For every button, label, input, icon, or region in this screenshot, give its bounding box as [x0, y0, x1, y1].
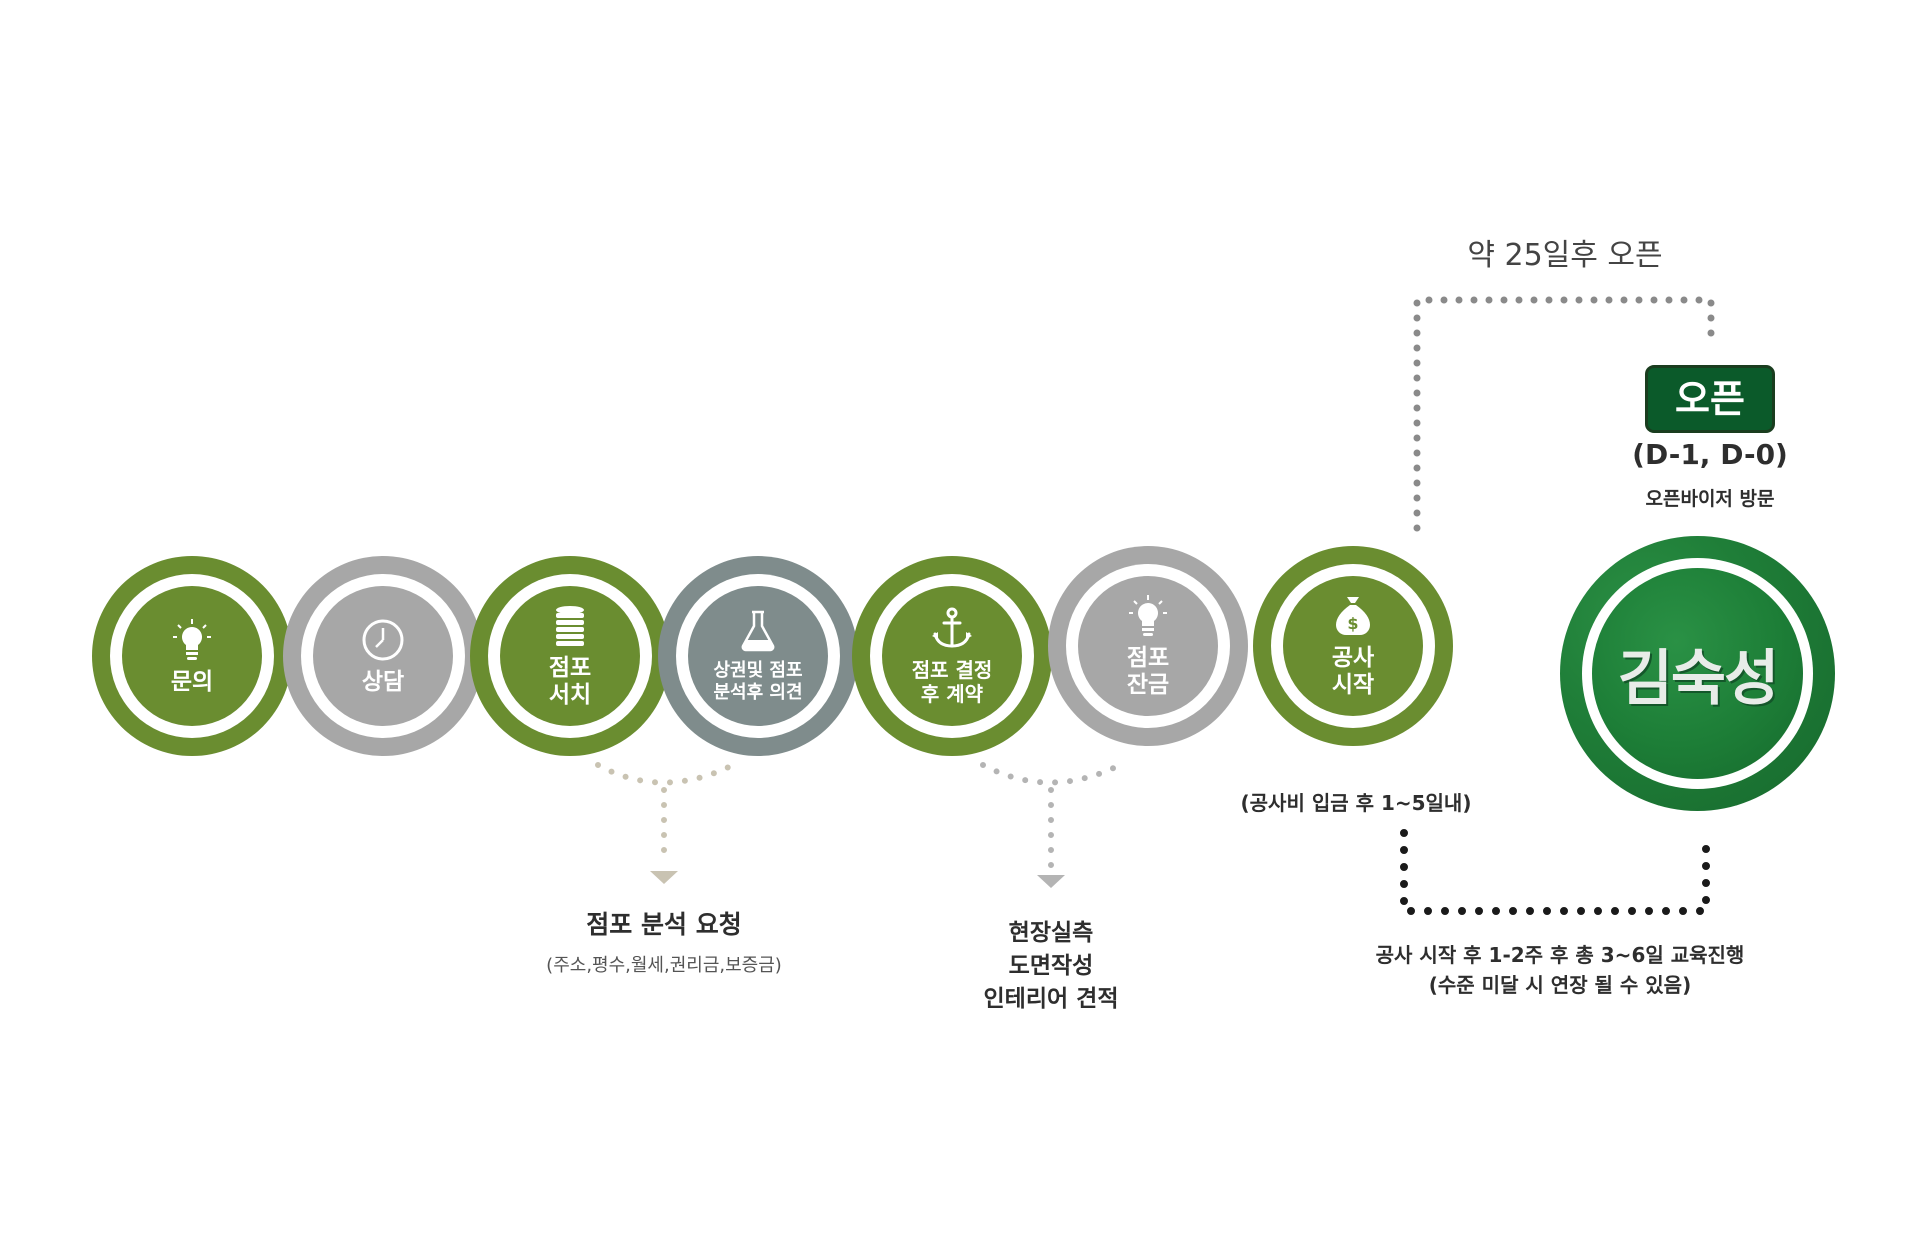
training-bracket — [1400, 829, 1710, 915]
step-label: 점포 결정 후 계약 — [911, 658, 993, 706]
clock-icon — [362, 619, 404, 660]
open-visit: 오픈바이저 방문 — [1645, 488, 1775, 510]
open-badge: 오픈 — [1645, 365, 1775, 433]
analysis-connector — [595, 762, 736, 786]
analysis-arrow — [650, 871, 678, 884]
step-construction-start: $ 공사 시작 — [1253, 546, 1453, 746]
store-analysis-title: 점포 분석 요청 — [586, 910, 742, 939]
site-survey-note: 현장실측 도면작성 인테리어 견적 — [983, 920, 1119, 1012]
money-bag-icon: $ — [1336, 597, 1370, 635]
step-inquiry: 문의 — [92, 556, 292, 756]
svg-text:$: $ — [1347, 614, 1358, 633]
step-label: 상담 — [361, 668, 405, 695]
lightbulb-icon — [173, 618, 211, 660]
open-timeline-label: 약 25일후 오픈 — [1467, 238, 1663, 273]
step-label: 문의 — [170, 668, 214, 695]
brand-name: 김숙성 — [1617, 644, 1780, 714]
step-balance-payment: 점포 잔금 — [1048, 546, 1248, 746]
survey-connector — [980, 762, 1123, 786]
training-note: 공사 시작 후 1-2주 후 총 3~6일 교육진행 (수준 미달 시 연장 될… — [1375, 943, 1745, 997]
step-label: 공사 시작 — [1331, 645, 1375, 698]
step-contract: 점포 결정 후 계약 — [852, 556, 1052, 756]
survey-arrow — [1037, 875, 1065, 888]
brand-seal: 김숙성 — [1560, 536, 1835, 811]
flask-icon — [741, 610, 775, 652]
step-analysis-opinion: 상권및 점포 분석후 의견 — [658, 556, 858, 756]
anchor-icon — [932, 607, 972, 648]
store-analysis-detail: (주소,평수,월세,권리금,보증금) — [546, 955, 782, 976]
step-label: 점포 서치 — [548, 655, 592, 708]
open-days: (D-1, D-0) — [1632, 438, 1788, 471]
step-label: 상권및 점포 분석후 의견 — [713, 660, 803, 703]
lightbulb-icon — [1129, 595, 1167, 636]
step-label: 점포 잔금 — [1126, 645, 1170, 698]
step-store-search: 점포 서치 — [470, 556, 670, 756]
step-consultation: 상담 — [283, 556, 483, 756]
coin-stack-icon — [556, 606, 584, 646]
construction-deposit-note: (공사비 입금 후 1~5일내) — [1240, 791, 1472, 815]
